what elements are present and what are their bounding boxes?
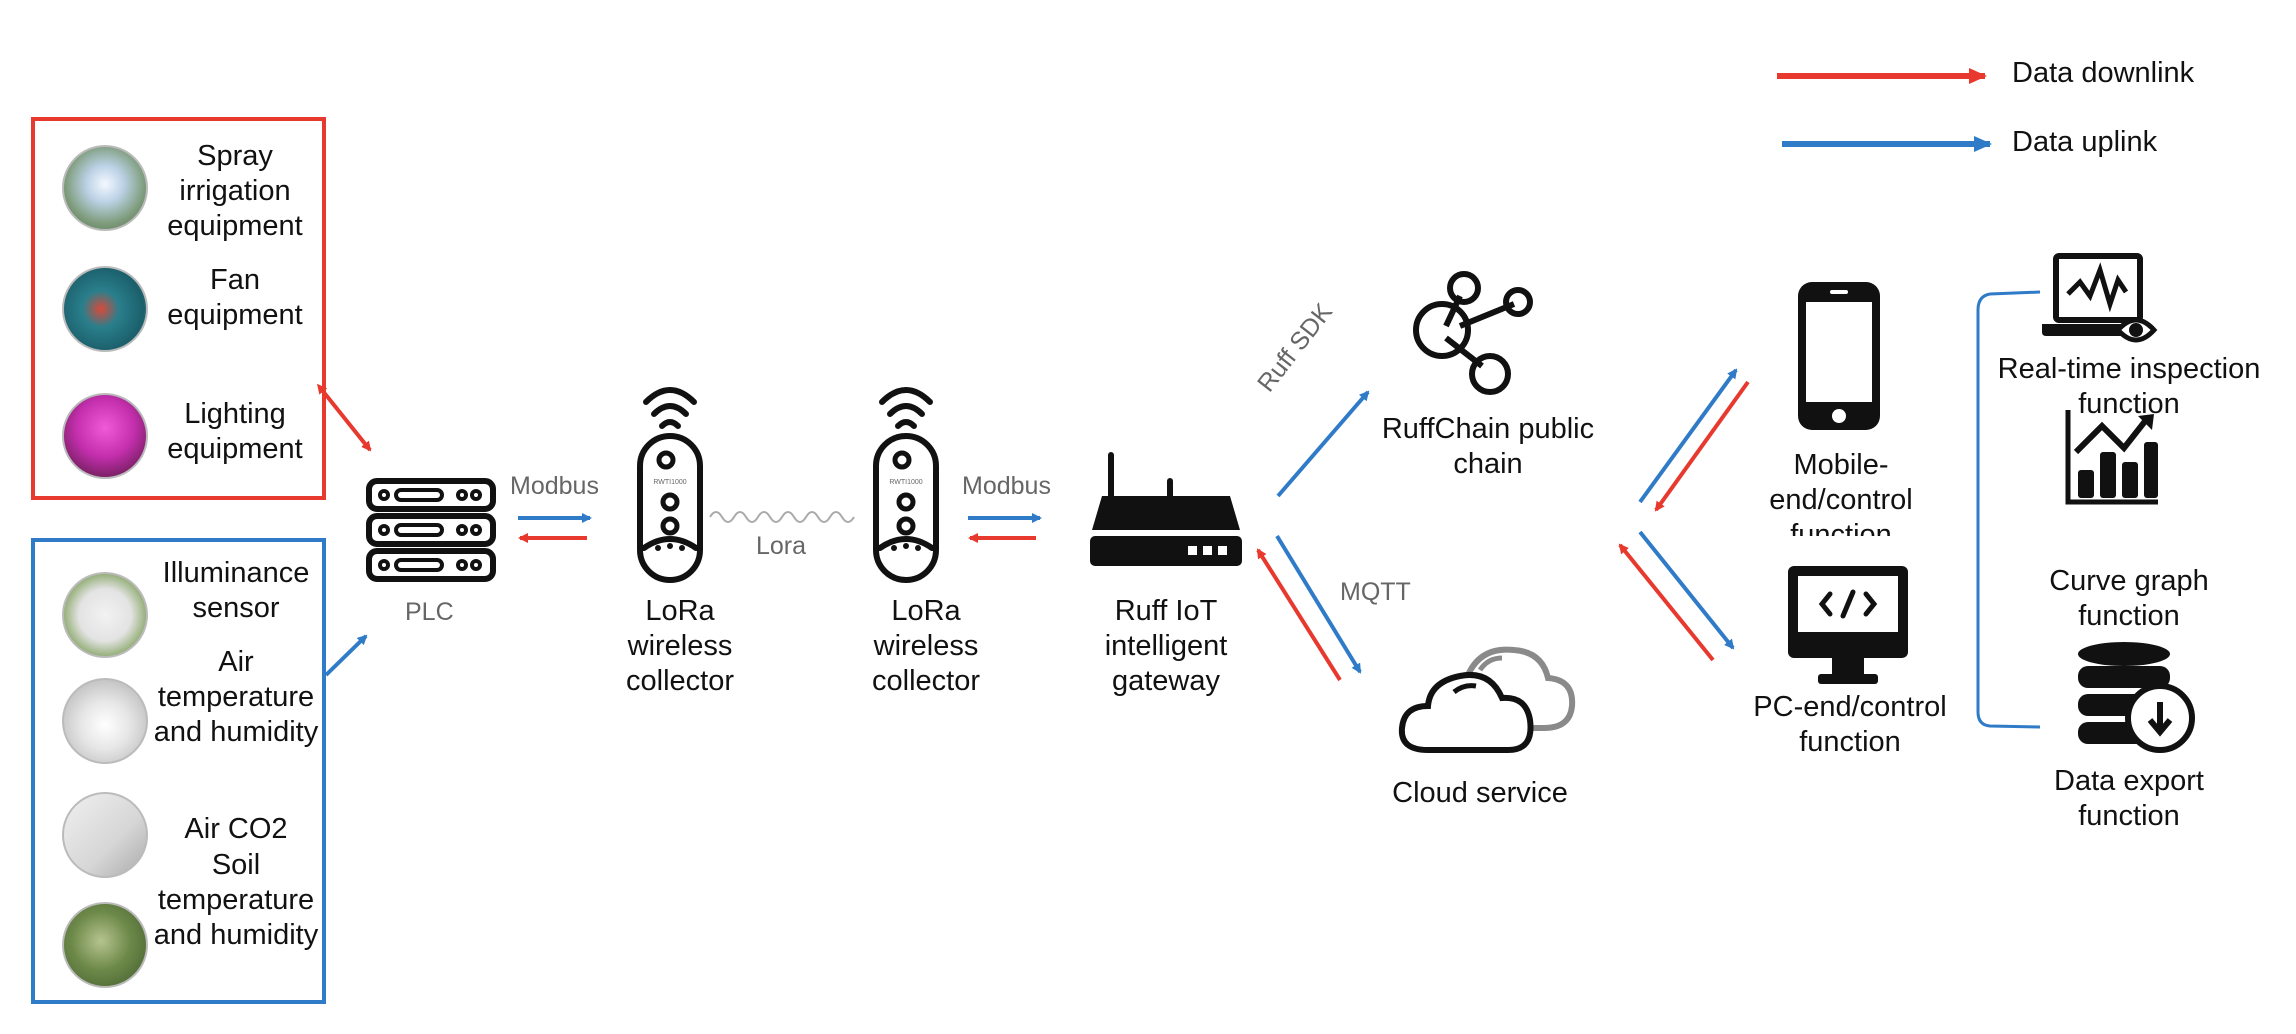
sprinkler-photo-icon [62, 145, 148, 231]
legend-downlink-label: Data downlink [2012, 57, 2195, 89]
cloud-pc-uplink-arrow [1638, 530, 1735, 650]
function-label: Real-time inspection function [1997, 353, 2261, 420]
cloud-mobile-uplink-arrow [1638, 368, 1738, 504]
lora-collector-label: LoRa wireless collector [626, 595, 734, 697]
function-label: Data export function [2054, 765, 2204, 832]
fan-photo-icon [62, 266, 148, 352]
gateway-ruffchain-uplink-arrow [1276, 390, 1370, 498]
hygrometer-photo-icon [62, 678, 148, 764]
mqtt-link-label: MQTT [1340, 578, 1411, 606]
pc-cloud-downlink-arrow [1618, 543, 1715, 662]
lora-collector-label: LoRa wireless collector [872, 595, 980, 697]
cloud-gateway-downlink-arrow [1256, 548, 1342, 682]
share-network-icon [1413, 271, 1533, 395]
modbus-link-label: Modbus [962, 472, 1051, 500]
legend-uplink-label: Data uplink [2012, 126, 2158, 158]
actuator-label: Spray irrigation equipment [167, 140, 303, 242]
wireless-collector-icon: RWTI1000 [873, 387, 939, 583]
router-icon [1090, 452, 1242, 566]
actuator-label: Fan equipment [167, 264, 303, 331]
sensor-label: Air CO2 [184, 813, 288, 845]
smartphone-icon [1798, 282, 1880, 430]
plc-label: PLC [405, 598, 454, 626]
mobile-cloud-downlink-arrow [1654, 380, 1750, 512]
modbus-link-label: Modbus [510, 472, 599, 500]
server-rack-icon [366, 478, 496, 582]
sensor-label: Illuminance sensor [162, 557, 310, 624]
ruffchain-label: RuffChain public chain [1381, 413, 1595, 480]
function-label: Curve graph function [2049, 565, 2209, 632]
collector-model-text: RWTI1000 [653, 479, 686, 486]
cloud-icon [1398, 646, 1576, 753]
sensor-label: Air temperature and humidity [153, 646, 319, 748]
functions-bracket [1976, 290, 2041, 729]
mobile-label: Mobile-end/control function [1769, 449, 1913, 536]
gateway-label: Ruff IoT intelligent gateway [1104, 595, 1228, 697]
actuators-plc-arrow [317, 383, 372, 452]
database-download-icon [2078, 642, 2195, 753]
lora-wave [709, 511, 855, 523]
gateway-cloud-uplink-arrow [1275, 534, 1362, 674]
laptop-monitor-eye-icon [2042, 253, 2158, 343]
grow-light-photo-icon [62, 393, 148, 479]
soil-sensor-photo-icon [62, 902, 148, 988]
collector-model-text: RWTI1000 [889, 479, 922, 486]
wireless-collector-icon: RWTI1000 [637, 387, 703, 583]
co2-sensor-photo-icon [62, 792, 148, 878]
illuminance-sensor-photo-icon [62, 572, 148, 658]
sensor-label: Soil temperature and humidity [153, 849, 319, 951]
pc-label: PC-end/control function [1753, 691, 1947, 758]
actuators-group [31, 117, 326, 500]
cloud-label: Cloud service [1392, 777, 1568, 809]
actuator-label: Lighting equipment [167, 398, 303, 465]
monitor-code-icon [1788, 566, 1908, 684]
sensors-plc-arrow [324, 634, 368, 677]
bar-line-chart-icon [2065, 410, 2158, 505]
sensors-group [31, 538, 326, 1004]
lora-link-label: Lora [756, 532, 807, 560]
